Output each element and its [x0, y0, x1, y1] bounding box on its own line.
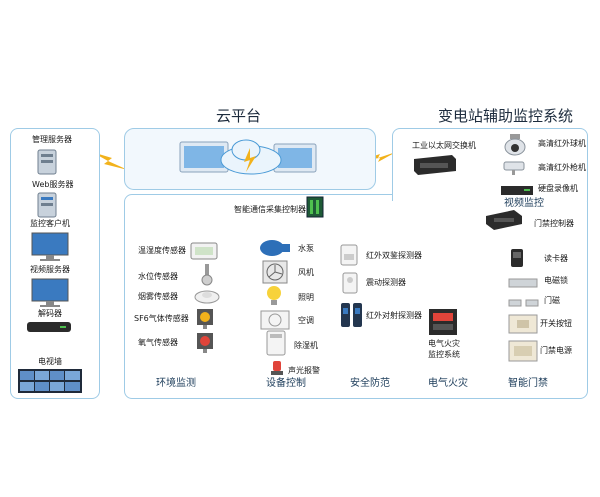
controller-icon	[306, 196, 324, 222]
lightning-left	[92, 152, 128, 170]
switch-icon	[412, 153, 458, 181]
decoder-icon	[26, 319, 74, 338]
left-item-label: 解码器	[38, 309, 62, 318]
env-item-label: 水位传感器	[138, 272, 178, 281]
air-conditioner-icon	[260, 310, 290, 334]
left-item-label: 监控客户机	[30, 219, 70, 228]
env-item-label: 温湿度传感器	[138, 246, 186, 255]
access-item-label: 门禁电源	[540, 346, 572, 355]
nvr-icon	[500, 182, 534, 201]
exit-button-icon	[508, 314, 538, 338]
smoke-sensor-icon	[194, 288, 220, 308]
section-security: 安全防范	[350, 378, 390, 389]
video-item-label: 硬盘录像机	[538, 184, 578, 193]
equipment-item-label: 除湿机	[294, 341, 318, 350]
server-icon	[36, 149, 60, 179]
equipment-item-label: 风机	[298, 268, 314, 277]
switch-label: 工业以太网交换机	[412, 141, 476, 150]
cloud-title: 云平台	[216, 107, 262, 125]
env-item-label: 烟雾传感器	[138, 292, 178, 301]
lightning-right	[362, 152, 396, 162]
access-item-label: 门磁	[544, 296, 560, 305]
env-item-label: 氧气传感器	[138, 338, 178, 347]
video-item-label: 高清红外枪机	[538, 163, 586, 172]
access-power-icon	[508, 340, 538, 366]
section-fire: 电气火灾	[428, 378, 468, 389]
security-item-label: 震动探测器	[366, 278, 406, 287]
section-equipment: 设备控制	[266, 378, 306, 389]
magnetic-lock-icon	[508, 274, 538, 293]
access-controller-label: 门禁控制器	[534, 219, 574, 228]
video-item-label: 高清红外球机	[538, 139, 586, 148]
cloud-icon	[176, 136, 326, 188]
water-level-sensor-icon	[200, 264, 214, 290]
monitor-icon	[30, 278, 70, 312]
section-access: 智能门禁	[508, 378, 548, 389]
monitor-icon	[30, 232, 70, 266]
server-icon	[36, 192, 60, 222]
equipment-item-label: 声光报警	[288, 366, 320, 375]
vibration-detector-icon	[342, 272, 358, 298]
controller-label: 智能通信采集控制器	[234, 205, 306, 214]
water-pump-icon	[258, 238, 292, 262]
video-section-label: 视频监控	[504, 198, 544, 209]
dome-camera-icon	[502, 134, 528, 160]
beam-detector-icon	[340, 302, 364, 332]
thermometer-hygrometer-icon	[190, 242, 218, 264]
access-controller-icon	[484, 208, 524, 234]
access-item-label: 电磁锁	[544, 276, 568, 285]
equipment-item-label: 水泵	[298, 244, 314, 253]
fire-item-label: 电气火灾 监控系统	[428, 339, 460, 359]
equipment-item-label: 空调	[298, 316, 314, 325]
env-item-label: SF6气体传感器	[134, 314, 189, 323]
fire-monitor-icon	[428, 308, 458, 340]
left-item-label: 电视墙	[38, 357, 62, 366]
tv-wall-icon	[18, 369, 82, 397]
left-item-label: 管理服务器	[32, 135, 72, 144]
light-bulb-icon	[266, 285, 282, 311]
oxygen-sensor-icon	[194, 330, 216, 358]
bullet-camera-icon	[502, 160, 528, 180]
alarm-icon	[270, 360, 284, 380]
security-item-label: 红外双鉴探测器	[366, 251, 422, 260]
dehumidifier-icon	[266, 330, 286, 360]
fan-icon	[262, 260, 288, 288]
door-sensor-icon	[508, 294, 540, 313]
sf6-sensor-icon	[194, 306, 216, 334]
left-item-label: Web服务器	[32, 180, 74, 189]
card-reader-icon	[510, 248, 524, 272]
section-environment: 环境监测	[156, 378, 196, 389]
equipment-item-label: 照明	[298, 293, 314, 302]
dual-detector-icon	[340, 244, 358, 270]
access-item-label: 开关按钮	[540, 319, 572, 328]
system-title: 变电站辅助监控系统	[438, 107, 574, 125]
left-item-label: 视频服务器	[30, 265, 70, 274]
access-item-label: 读卡器	[544, 254, 568, 263]
security-item-label: 红外对射探测器	[366, 311, 422, 320]
